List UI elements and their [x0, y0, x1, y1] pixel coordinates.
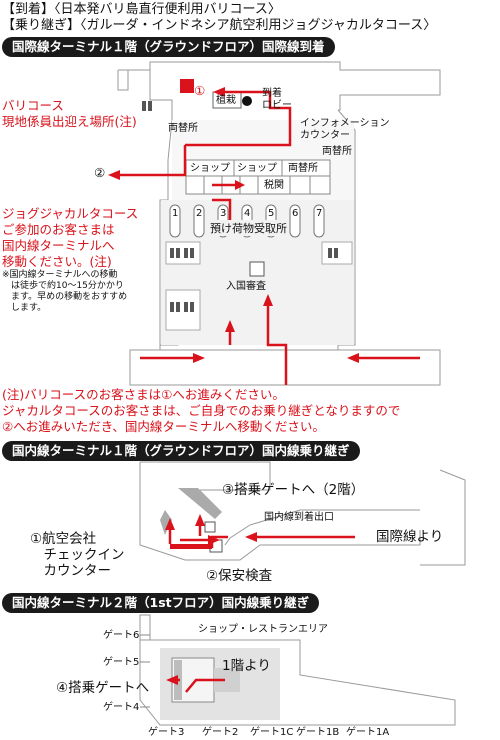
- information-counter-label: インフォメーション カウンター: [300, 118, 390, 141]
- from-international: 国際線より: [376, 529, 444, 545]
- header-line-2: 【乗り継ぎ】〈ガルーダ・インドネシア航空利用ジョグジャカルタコース〉: [2, 18, 437, 33]
- section3-title: 国内線ターミナル２階（1stフロア）国内線乗り継ぎ: [2, 593, 320, 613]
- gate-1c-label: ゲート1C: [250, 727, 294, 738]
- gate-6-label: ゲート6: [103, 630, 140, 641]
- shop-label-2: ショップ: [237, 163, 277, 174]
- gate-5-label: ゲート5: [103, 657, 140, 668]
- exchange-label-2: 両替所: [322, 146, 352, 157]
- shop-restaurant-area: ショップ・レストランエリア: [198, 624, 328, 635]
- carousel-3: 3: [220, 208, 227, 219]
- carousel-5: 5: [268, 208, 275, 219]
- section2-title: 国内線ターミナル１階（グラウンドフロア）国内線乗り継ぎ: [2, 441, 360, 461]
- baggage-claim-label: 預け荷物受取所: [208, 220, 289, 236]
- to-boarding-gate-2f: ③搭乗ゲートへ（2階）: [222, 482, 365, 498]
- routing-notice: (注)バリコースのお客さまは①へお進みください。 ジャカルタコースのお客さまは、…: [2, 387, 401, 434]
- carousel-1: 1: [172, 208, 179, 219]
- airline-checkin-counter: ①航空会社 チェックイン カウンター: [30, 531, 125, 579]
- to-boarding-gate: ④搭乗ゲートへ: [56, 680, 150, 696]
- immigration-label: 入国審査: [226, 281, 266, 292]
- customs-label: 税関: [264, 180, 284, 191]
- gate-1a-label: ゲート1A: [346, 727, 390, 738]
- carousel-7: 7: [316, 208, 323, 219]
- shop-label-1: ショップ: [190, 163, 230, 174]
- carousel-6: 6: [292, 208, 299, 219]
- gate-1b-label: ゲート1B: [296, 727, 340, 738]
- domestic-arrival-exit: 国内線到着出口: [264, 512, 334, 523]
- security-check: ②保安検査: [206, 568, 273, 584]
- gate-2-label: ゲート2: [202, 727, 239, 738]
- marker-2: ②: [94, 165, 106, 180]
- exchange-label-3: 両替所: [288, 163, 318, 174]
- carousel-4: 4: [244, 208, 251, 219]
- gate-4-label: ゲート4: [103, 702, 140, 713]
- marker-1: ①: [194, 83, 206, 98]
- planter-label: 植栽: [216, 95, 236, 106]
- jogja-walk-note: ※国内線ターミナルへの移動 は徒歩で約10～15分かかり ます。早めの移動をおす…: [2, 270, 128, 313]
- arrival-lobby-label: 到着 ロビー: [262, 88, 292, 111]
- section1-title: 国際線ターミナル１階（グラウンドフロア）国際線到着: [2, 37, 335, 57]
- exchange-label-1: 両替所: [168, 123, 198, 134]
- gate-3-label: ゲート3: [148, 727, 185, 738]
- bali-meeting-note: バリコース 現地係員出迎え場所(注): [2, 98, 137, 129]
- header-line-1: 【到着】〈日本発バリ島直行便利用バリコース〉: [2, 2, 281, 17]
- jogja-transfer-note: ジョグジャカルタコース ご参加のお客さまは 国内線ターミナルへ 移動ください。(…: [2, 206, 139, 269]
- carousel-2: 2: [196, 208, 203, 219]
- from-1f: 1階より: [222, 658, 271, 674]
